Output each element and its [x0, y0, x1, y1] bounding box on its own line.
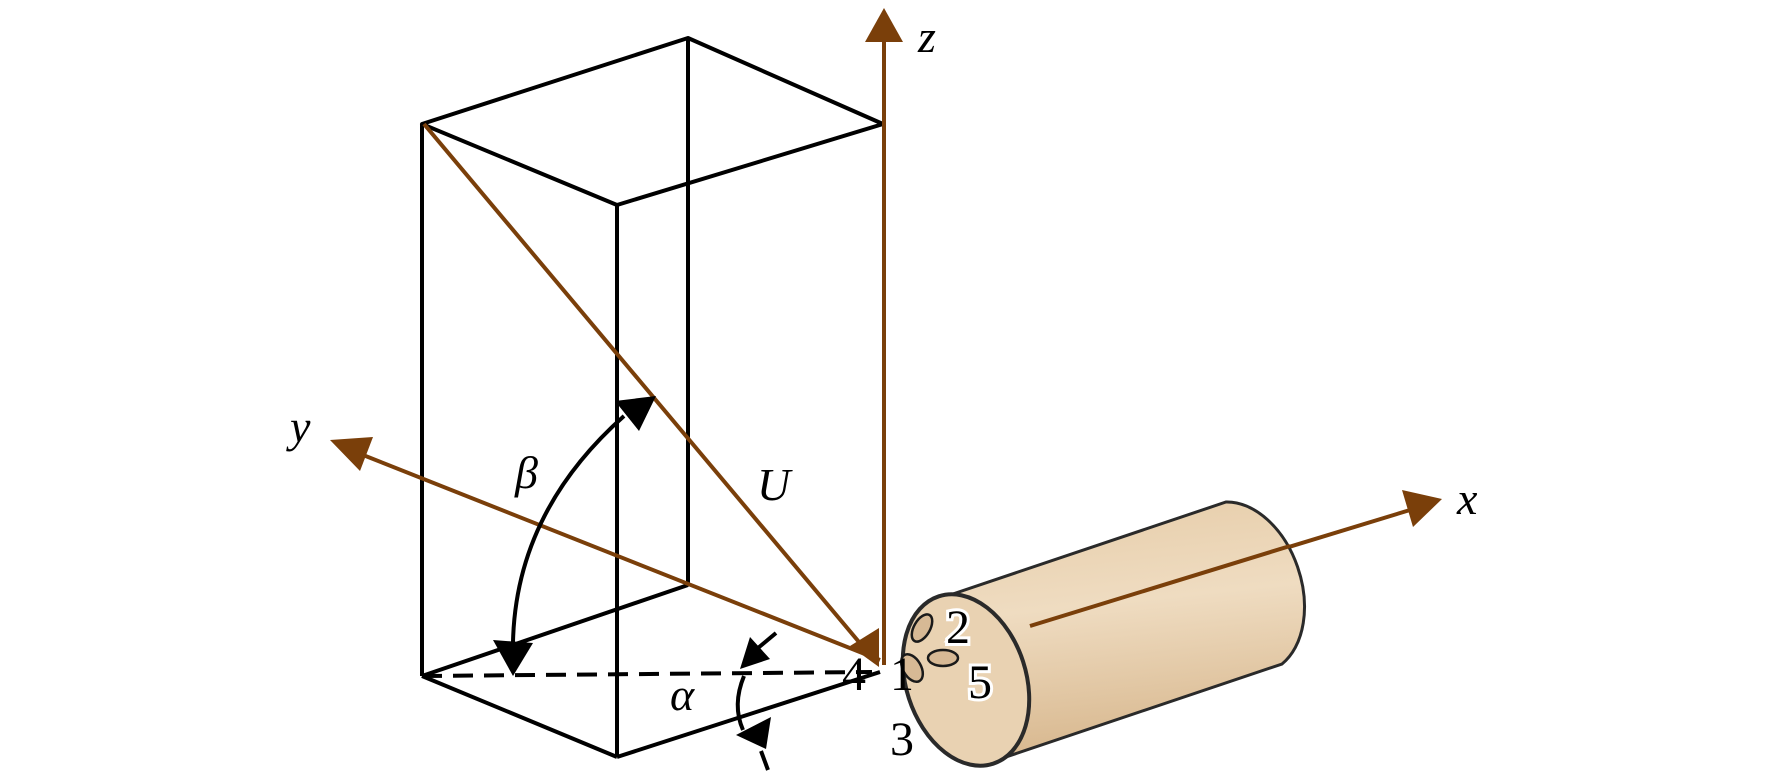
axis-arrowheads: [330, 8, 1442, 667]
hole-3-port: [899, 653, 925, 683]
beta-angle-marker: [493, 396, 656, 676]
hole-5-port: [926, 648, 960, 668]
alpha-angle-marker: [735, 631, 778, 771]
probe-tip-face: [900, 592, 1032, 768]
beta-arrowhead-top: [615, 396, 656, 431]
five-hole-probe: [899, 500, 1306, 768]
velocity-arrowhead: [850, 628, 879, 667]
alpha-tick-bottom: [759, 750, 770, 771]
alpha-arrowhead-bottom: [736, 717, 771, 749]
x-arrowhead: [1402, 490, 1442, 527]
velocity-vector: [422, 122, 866, 650]
hole-2-label: 2: [946, 601, 970, 654]
alpha-tick-top: [756, 631, 778, 650]
alpha-arc: [735, 675, 746, 731]
beta-arrowhead-bottom: [493, 640, 533, 676]
hole-1-label: 1: [890, 648, 914, 701]
hole-3-label: 3: [890, 713, 914, 766]
hole-4-label: 4: [842, 648, 866, 701]
box-bottom-left: [421, 674, 618, 759]
y-axis-label: y: [286, 401, 311, 452]
beta-arc: [511, 414, 626, 643]
x-axis-label: x: [1456, 473, 1478, 524]
z-arrowhead: [865, 8, 903, 42]
reference-box: [420, 36, 885, 759]
hole-4-port: [910, 613, 934, 643]
velocity-projection-line: [421, 670, 873, 678]
box-top-face: [420, 36, 885, 207]
y-axis: [357, 451, 881, 662]
box-bottom-back: [421, 583, 689, 678]
probe-axis-line: [1029, 544, 1291, 628]
box-bottom-front: [616, 670, 881, 759]
alpha-arrowhead-top: [740, 637, 770, 669]
y-arrowhead: [330, 437, 373, 471]
beta-label: β: [514, 447, 538, 498]
z-axis-label: z: [917, 11, 936, 62]
hole-5-label: 5: [968, 656, 992, 709]
velocity-label: U: [757, 459, 793, 510]
diagram-labels: z y x U β α 4 1 3 2 5: [286, 11, 1478, 766]
alpha-label: α: [670, 669, 695, 720]
